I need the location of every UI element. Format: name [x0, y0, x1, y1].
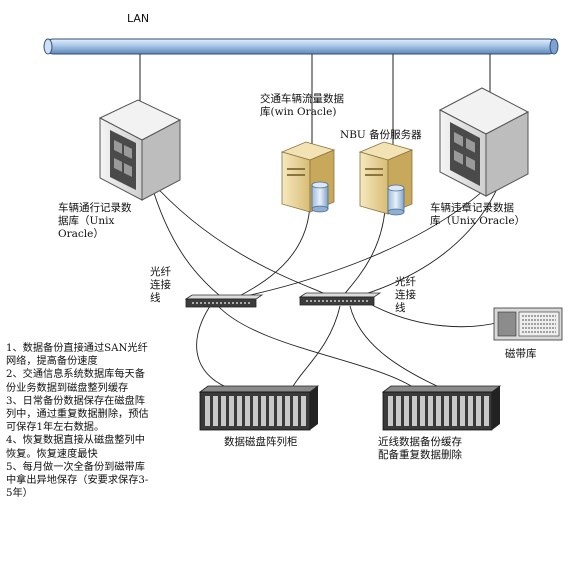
right-fiber-label: 光纤 连接 线	[395, 276, 416, 314]
tape-library-label: 磁带库	[505, 348, 537, 360]
note-item: 2、交通信息系统数据库每天备 份业务数据到磁盘整列缓存	[6, 369, 145, 394]
lan-backbone	[43, 38, 559, 55]
traffic-db-server-label: 交通车辆流量数据 库(win Oracle)	[260, 93, 344, 118]
nearline-array-label: 近线数据备份缓存 配备重复数据删除	[378, 436, 462, 461]
right-server-label: 车辆违章记录数据 库（Unix Oracle）	[430, 202, 526, 227]
left-fiber-label: 光纤 连接 线	[150, 266, 171, 304]
disk-array-label: 数据磁盘阵列柜	[224, 436, 298, 448]
note-item: 5、每月做一次全备份到磁带库 中拿出异地保存（安要求保存3- 5年）	[6, 461, 149, 500]
notes-list: 1、数据备份直接通过SAN光纤 网络，提高备份速度 2、交通信息系统数据库每天备…	[6, 342, 182, 500]
disk-array-icon	[198, 385, 320, 431]
right-fiber-switch-icon	[298, 292, 382, 306]
note-item: 1、数据备份直接通过SAN光纤 网络，提高备份速度	[6, 343, 148, 368]
left-fiber-switch-icon	[184, 294, 264, 308]
note-item: 3、日常备份数据保存在磁盘阵 列中，通过重复数据删除，预估 可保存1年左右数据。	[6, 395, 149, 434]
left-server-icon	[98, 99, 182, 201]
nearline-array-icon	[381, 385, 502, 431]
lan-label: LAN	[127, 12, 150, 25]
lan-drop-lines	[139, 54, 491, 146]
traffic-db-server-icon	[280, 141, 336, 213]
note-item: 4、恢复数据直接从磁盘整列中 恢复。恢复速度最快	[6, 435, 145, 460]
tape-library-icon	[493, 307, 563, 341]
left-server-label: 车辆通行记录数 据库（Unix Oracle）	[58, 202, 132, 240]
nbu-server-icon	[358, 141, 414, 216]
nbu-server-label: NBU 备份服务器	[340, 129, 422, 141]
right-server-icon	[438, 87, 530, 197]
